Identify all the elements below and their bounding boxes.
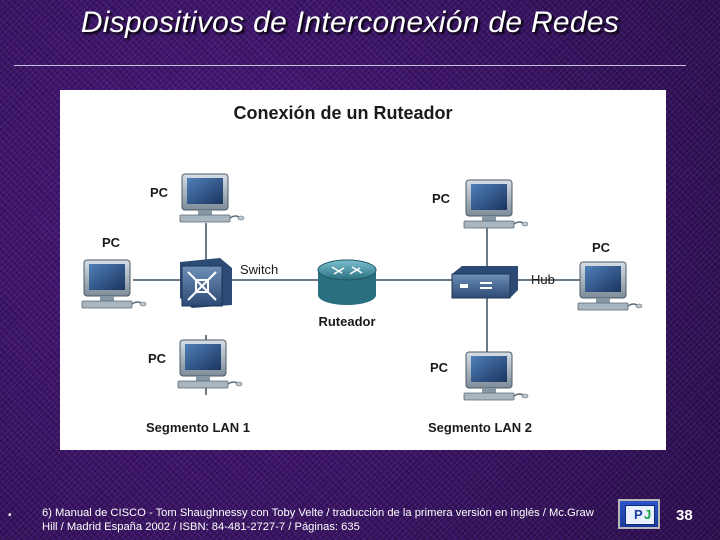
hub-label: Hub: [531, 272, 555, 287]
switch-label: Switch: [240, 262, 278, 277]
title-divider: [14, 65, 686, 66]
page-number: 38: [676, 507, 693, 524]
pc-icon: [463, 351, 529, 401]
segment-lan-1-label: Segmento LAN 1: [146, 420, 250, 435]
network-diagram: Conexión de un Ruteador PC PC PC PC PC P…: [81, 103, 643, 435]
diagram-panel: Conexión de un Ruteador PC PC PC PC PC P…: [60, 90, 666, 450]
pc-icon: [577, 261, 643, 311]
pc-icon: [177, 339, 243, 389]
router-label: Ruteador: [318, 314, 375, 329]
pc-icon: [81, 259, 147, 309]
pc-label-bottom-left: PC: [148, 351, 167, 366]
hub-icon: [451, 266, 518, 299]
router-icon: [317, 259, 377, 305]
pc-label-right: PC: [592, 240, 611, 255]
diagram-title: Conexión de un Ruteador: [233, 103, 452, 123]
pc-icon: [463, 179, 529, 229]
reference-bullet: •: [8, 510, 12, 521]
pc-label-top-left: PC: [150, 185, 169, 200]
pc-label-left: PC: [102, 235, 121, 250]
segment-lan-2-label: Segmento LAN 2: [428, 420, 532, 435]
pc-label-top-right: PC: [432, 191, 451, 206]
pc-icon: [179, 173, 245, 223]
reference-text: 6) Manual de CISCO - Tom Shaughnessy con…: [42, 507, 594, 533]
slide-title: Dispositivos de Interconexión de Redes: [80, 6, 620, 39]
switch-icon: [180, 258, 232, 308]
pc-label-bottom-right: PC: [430, 360, 449, 375]
